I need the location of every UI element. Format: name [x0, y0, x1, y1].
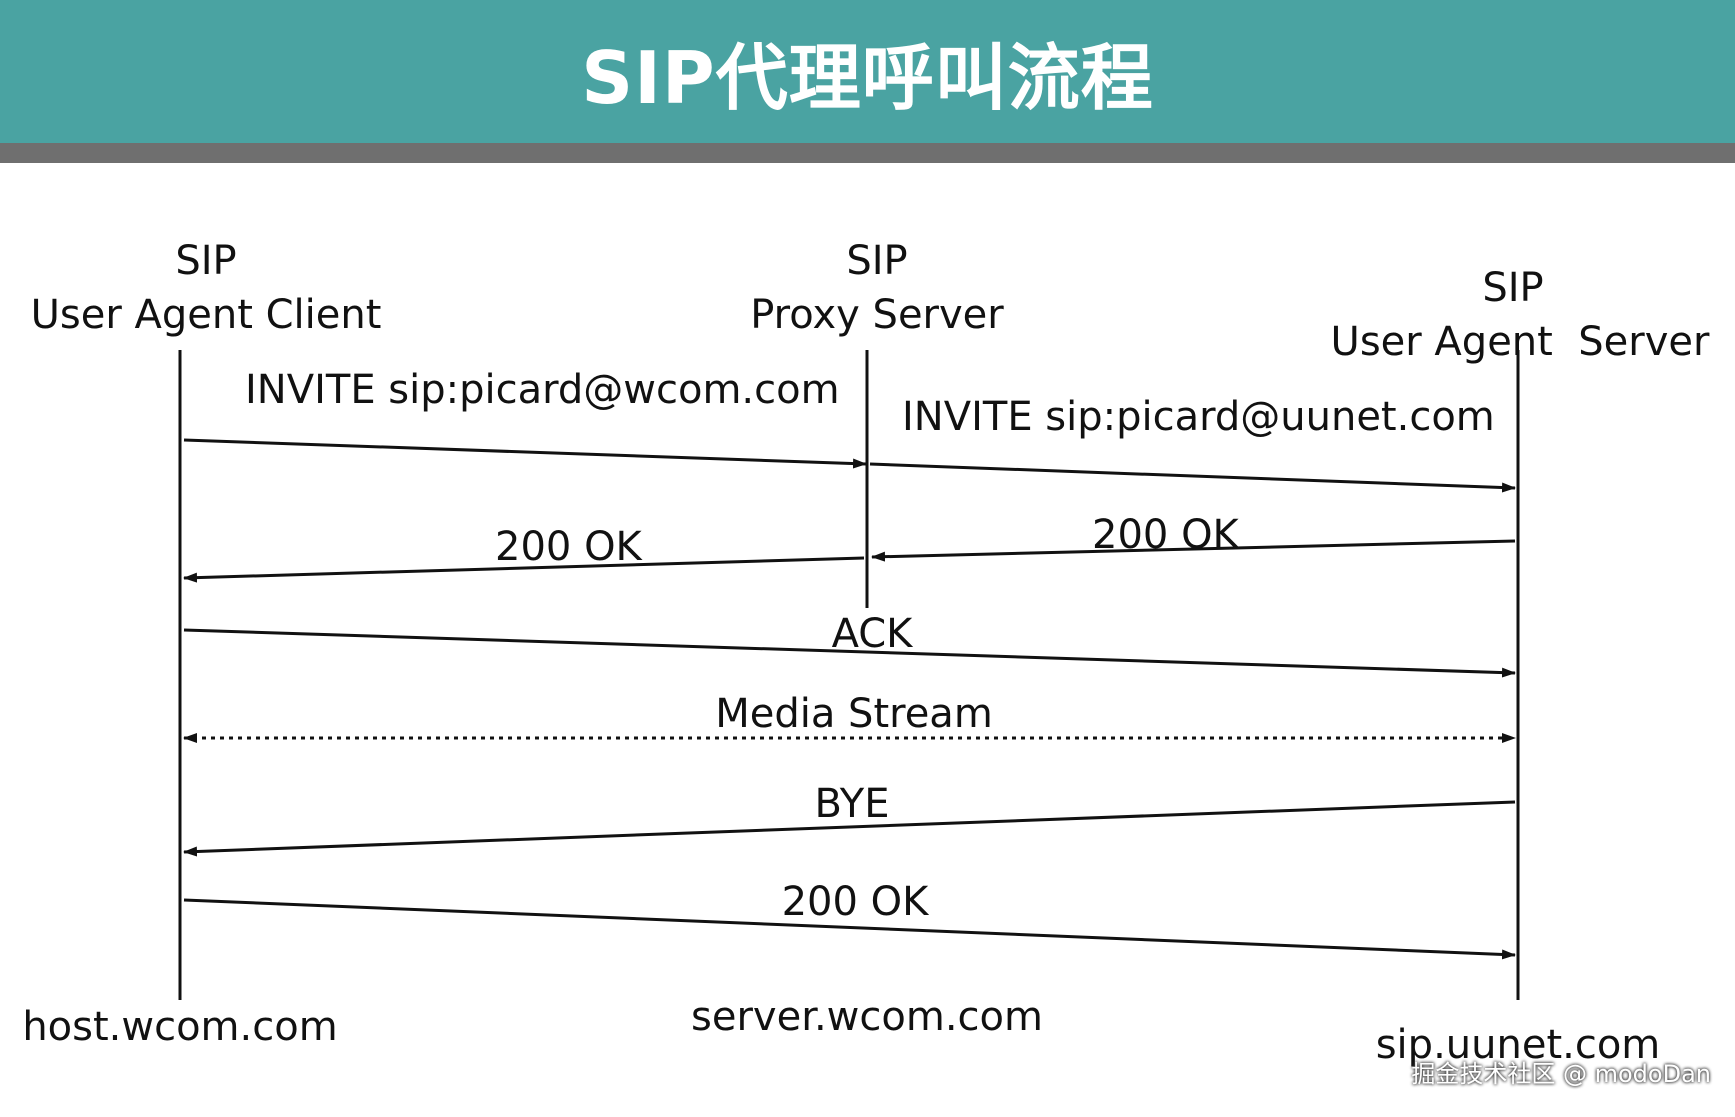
bye-label: BYE: [815, 781, 890, 827]
bye-arrow: [183, 800, 1516, 857]
media-label: Media Stream: [715, 691, 993, 737]
invite1-label: INVITE sip:picard@wcom.com: [245, 367, 840, 413]
invite1-arrow: [183, 438, 867, 469]
client-label-sip: SIP: [175, 238, 236, 284]
proxy-host-label: server.wcom.com: [691, 994, 1043, 1040]
ok3-label: 200 OK: [782, 879, 931, 925]
ok3-arrow: [183, 898, 1516, 960]
ok1-label: 200 OK: [495, 524, 644, 570]
proxy-label-sip: SIP: [846, 238, 907, 284]
server-label-name: User Agent Server: [1331, 319, 1710, 365]
ack-label: ACK: [832, 611, 915, 657]
ack-arrow: [183, 628, 1516, 678]
watermark: 掘金技术社区 @ modoDan: [1411, 1060, 1711, 1088]
title-underline-bar: [0, 143, 1735, 163]
client-label-name: User Agent Client: [31, 292, 382, 338]
page-title: SIP代理呼叫流程: [581, 36, 1154, 120]
server-label-sip: SIP: [1482, 265, 1543, 311]
title-banner: [0, 0, 1735, 143]
server-host-label: sip.uunet.com: [1376, 1022, 1661, 1068]
ok1-arrow: [183, 556, 865, 583]
invite2-arrow: [869, 462, 1516, 493]
ok2-arrow: [871, 539, 1516, 562]
proxy-label-name: Proxy Server: [750, 292, 1004, 338]
client-host-label: host.wcom.com: [22, 1004, 337, 1050]
invite2-label: INVITE sip:picard@uunet.com: [902, 394, 1495, 440]
